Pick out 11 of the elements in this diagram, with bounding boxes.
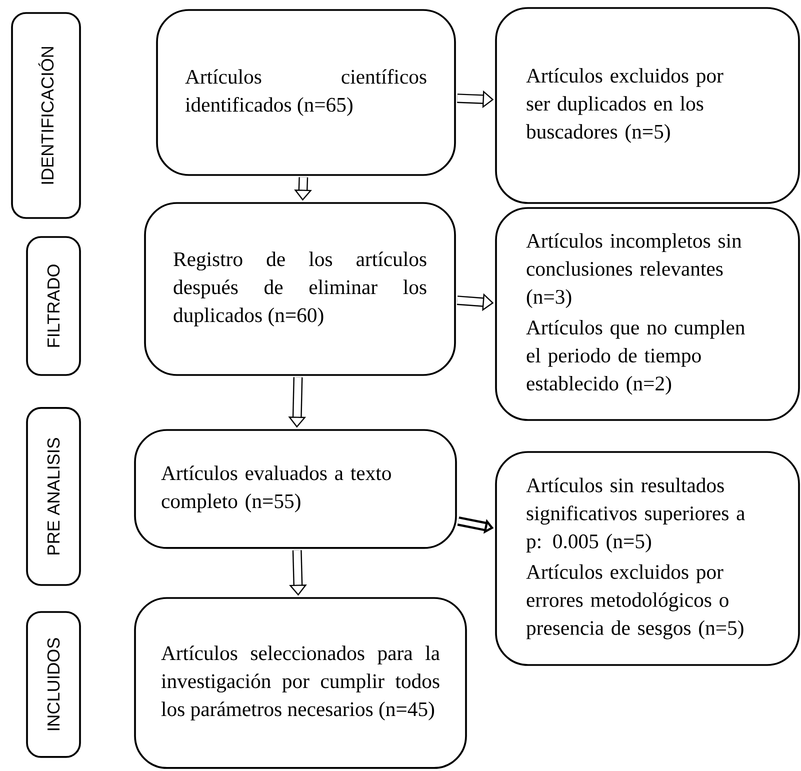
stage-label-box: FILTRADO <box>26 236 81 376</box>
stage-label-box: PRE ANALISIS <box>26 407 81 586</box>
process-box: Registro de los artículos después de eliminar los duplicados (n=60) <box>144 202 456 376</box>
stage-label-box: INCLUIDOS <box>26 611 81 758</box>
process-box: Artículos evaluados a texto completo (n=55) <box>134 429 457 549</box>
process-box: Artículos excluidos por ser duplicados en los buscadores (n=5) <box>495 7 800 204</box>
process-box: Artículos seleccionados para la investigación por cumplir todos los parámetros necesarios (n=45) <box>134 597 467 769</box>
process-box: Artículos científicos identificados (n=65) <box>156 9 456 176</box>
process-box: Artículos incompletos sin conclusiones relevantes (n=3) Artículos que no cumplen el periodo de tiempo establecido (n=2) <box>495 207 800 421</box>
process-box: Artículos sin resultados significativos superiores a p: 0.005 (n=5) Artículos excluidos por errores metodológicos o presencia de sesgos (n=5) <box>495 451 800 666</box>
stage-label-box: IDENTIFICACIÓN <box>11 12 81 219</box>
